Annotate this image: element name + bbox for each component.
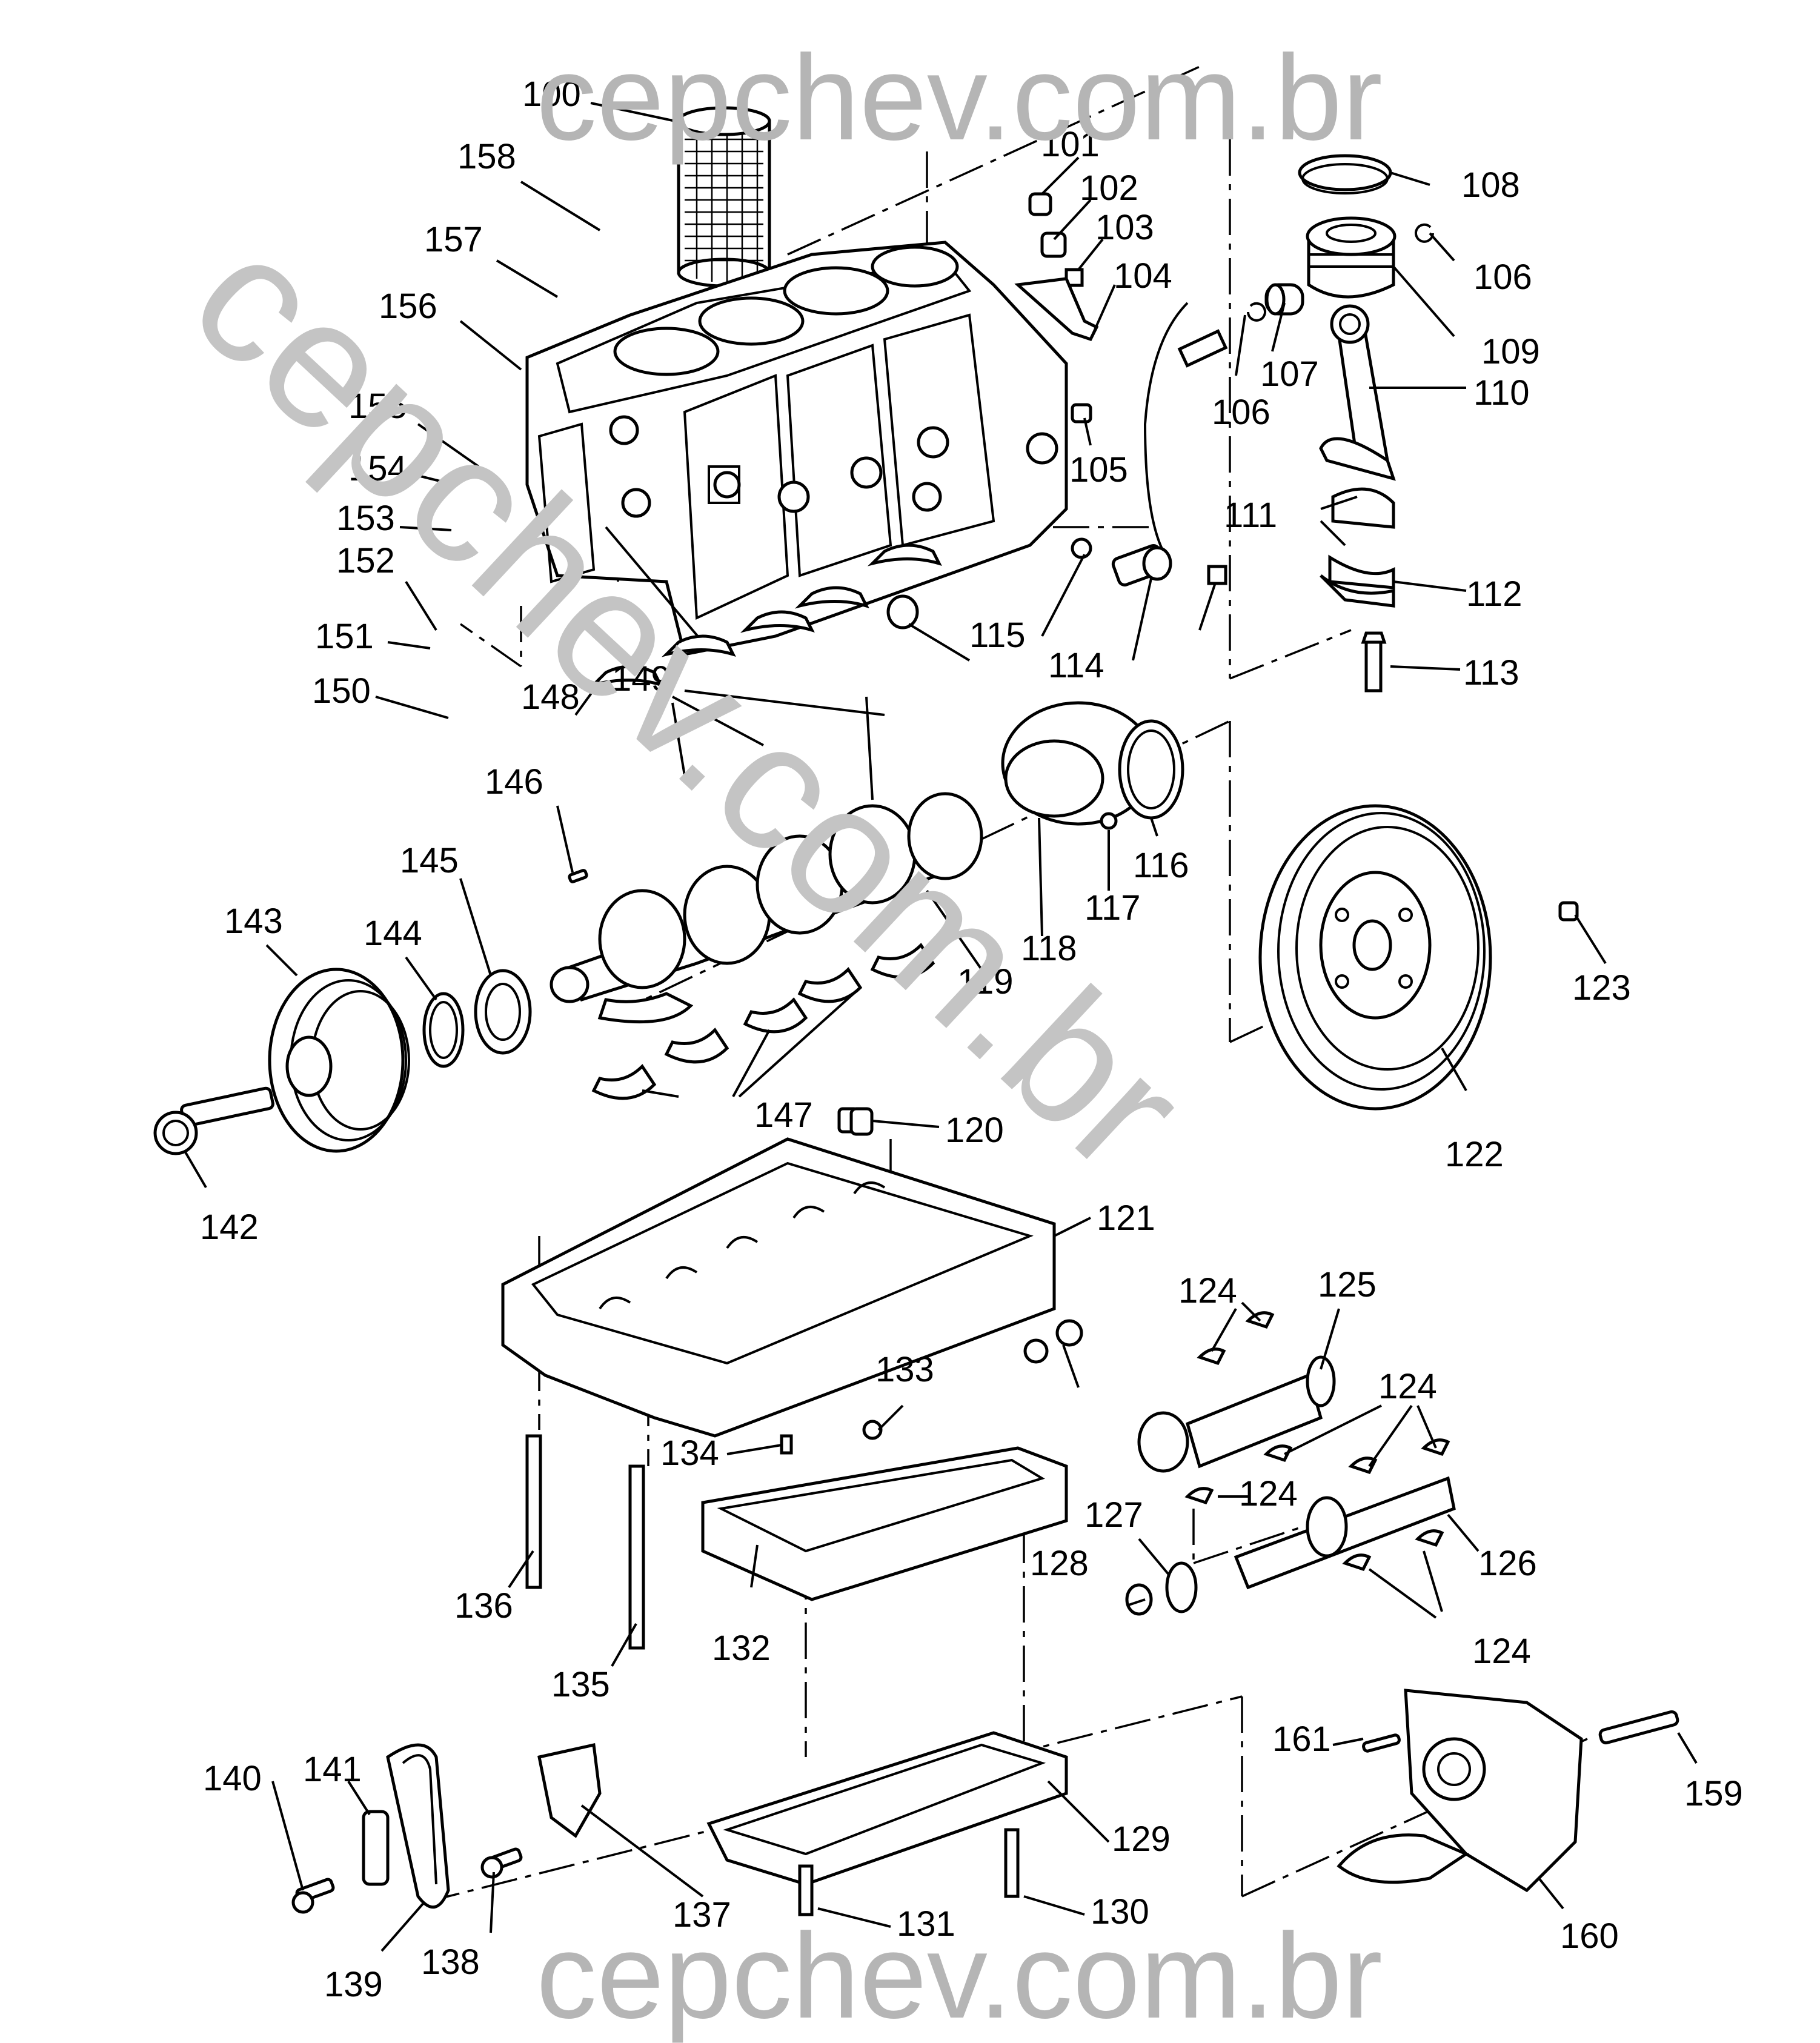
callout-126: 126: [1478, 1544, 1537, 1583]
callout-131: 131: [897, 1904, 955, 1944]
callout-156: 156: [379, 287, 437, 326]
callout-125: 125: [1318, 1265, 1377, 1304]
oil-pump: [1337, 1689, 1679, 1893]
callout-140: 140: [203, 1759, 262, 1798]
callout-111: 111: [1224, 496, 1277, 535]
callout-133: 133: [875, 1350, 934, 1389]
callout-145: 145: [400, 841, 459, 880]
callout-129: 129: [1112, 1819, 1171, 1859]
callout-124-second: 124: [1378, 1367, 1437, 1406]
flywheel: [1258, 804, 1579, 1111]
callout-132: 132: [712, 1629, 771, 1668]
callout-142: 142: [200, 1208, 259, 1247]
lower-crankcase: [501, 1107, 1083, 1438]
callout-147: 147: [754, 1095, 813, 1135]
callout-128: 128: [1030, 1544, 1089, 1583]
callout-143: 143: [224, 902, 283, 941]
callout-135: 135: [551, 1665, 610, 1704]
callout-100: 100: [522, 75, 581, 114]
callout-110: 110: [1473, 373, 1529, 413]
callout-155: 155: [348, 387, 407, 426]
callout-112: 112: [1466, 574, 1522, 614]
callout-105: 105: [1069, 450, 1128, 490]
callout-109: 109: [1481, 332, 1540, 371]
callout-102: 102: [1080, 168, 1138, 208]
callout-124-third: 124: [1239, 1474, 1298, 1513]
watermark-bottom: cepchev.com.br: [536, 1908, 1383, 2043]
leader-lines: [184, 102, 1698, 1952]
callout-159: 159: [1684, 1774, 1743, 1813]
callout-116: 116: [1133, 846, 1189, 885]
callout-124-fourth: 124: [1472, 1632, 1531, 1671]
callout-127: 127: [1084, 1495, 1143, 1535]
balance-shafts: [1125, 1311, 1456, 1616]
callout-117: 117: [1084, 888, 1140, 928]
callout-138: 138: [421, 1942, 480, 1982]
callout-141: 141: [303, 1750, 362, 1789]
callout-113: 113: [1463, 653, 1519, 693]
watermark-top: cepchev.com.br: [536, 30, 1383, 165]
callout-137: 137: [673, 1895, 731, 1935]
callout-115: 115: [969, 616, 1025, 655]
callout-106: 106: [1473, 257, 1532, 297]
callout-154: 154: [348, 449, 407, 488]
callout-114: 114: [1048, 646, 1104, 685]
callout-134: 134: [660, 1433, 719, 1473]
callout-103: 103: [1095, 208, 1154, 247]
callout-136: 136: [454, 1586, 513, 1626]
callout-152: 152: [336, 541, 395, 580]
bedplate-and-oilpan: [525, 1420, 1068, 1916]
front-pulley-group: [153, 968, 532, 1155]
callout-158: 158: [457, 137, 516, 176]
callout-121: 121: [1097, 1198, 1155, 1238]
callout-118: 118: [1021, 929, 1077, 968]
callout-104: 104: [1114, 256, 1172, 296]
callout-160: 160: [1560, 1916, 1619, 1956]
callout-149: 149: [612, 659, 671, 699]
callout-124: 124: [1178, 1271, 1237, 1311]
timing-chain-parts: [291, 1742, 602, 1914]
callout-150: 150: [312, 671, 371, 711]
callout-157: 157: [424, 220, 483, 259]
callout-130: 130: [1091, 1892, 1149, 1932]
crankshaft-assembly: [550, 543, 1184, 1134]
callout-101: 101: [1041, 125, 1100, 164]
callout-107: 107: [1260, 354, 1319, 394]
small-sensors-bolts: [886, 192, 1228, 630]
callout-144: 144: [364, 914, 422, 953]
callout-139: 139: [324, 1965, 383, 2004]
callout-151: 151: [315, 617, 374, 656]
callout-148: 148: [521, 677, 580, 717]
callout-146: 146: [485, 762, 543, 802]
callout-161: 161: [1272, 1719, 1331, 1759]
callout-123: 123: [1572, 968, 1631, 1008]
callout-labels: 100 101 102 103 104 105 106 106 107 108 …: [200, 75, 1743, 2004]
callout-153: 153: [336, 499, 395, 538]
callout-108: 108: [1461, 165, 1520, 205]
crank-pulley: [268, 968, 405, 1153]
crank-sprocket: [474, 969, 532, 1055]
callout-106-second: 106: [1212, 393, 1270, 432]
callout-120: 120: [945, 1111, 1004, 1150]
piston-assembly: [1247, 154, 1434, 693]
callout-119: 119: [957, 962, 1013, 1002]
callout-122: 122: [1445, 1135, 1504, 1174]
